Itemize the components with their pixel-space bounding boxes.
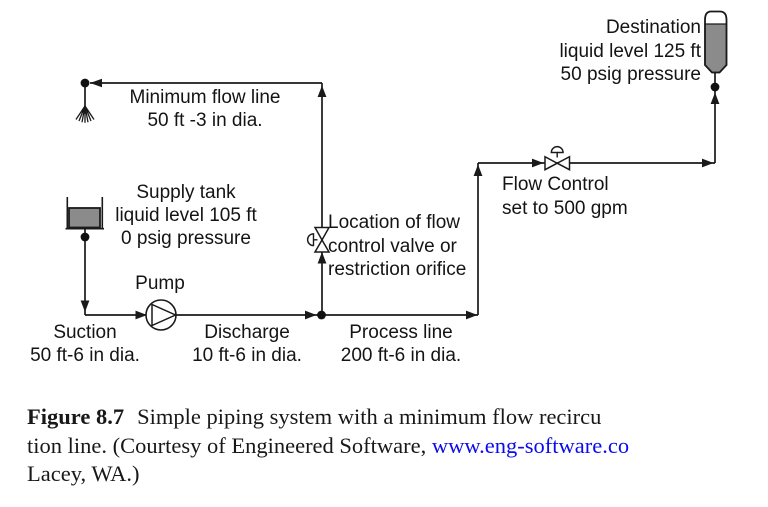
caption-text: Simple piping system with a minimum flow… <box>137 404 602 429</box>
piping-diagram <box>65 10 728 331</box>
arrow-right-icon <box>702 158 714 168</box>
label-pump: Pump <box>110 272 210 295</box>
arrow-up-icon <box>317 85 327 97</box>
arrow-up-icon <box>317 252 327 264</box>
label-line: Supply tank <box>136 182 236 203</box>
node-dot <box>317 310 326 320</box>
figure-caption: Figure 8.7 Simple piping system with a mi… <box>27 403 768 489</box>
label-minimum-flow-line: Minimum flow line 50 ft -3 in dia. <box>105 86 305 132</box>
label-destination: Destination liquid level 125 ft 50 psig … <box>481 16 701 87</box>
pump-icon <box>145 299 178 331</box>
label-discharge: Discharge 10 ft-6 in dia. <box>177 321 317 367</box>
flow-arrows <box>80 78 720 320</box>
label-line: control valve or <box>328 235 457 257</box>
pipe-nodes <box>80 78 720 320</box>
label-suction: Suction 50 ft-6 in dia. <box>15 321 155 367</box>
label-line: 50 ft-6 in dia. <box>30 345 140 366</box>
label-line: liquid level 105 ft <box>115 205 257 226</box>
label-supply-tank: Supply tank liquid level 105 ft 0 psig p… <box>86 181 286 250</box>
caption-line-1: Figure 8.7 Simple piping system with a mi… <box>27 403 768 432</box>
label-line: Destination <box>605 17 701 38</box>
supply-tank-icon <box>65 197 104 230</box>
node-dot <box>710 82 720 92</box>
label-line: Suction <box>53 322 117 343</box>
label-line: set to 500 gpm <box>502 197 628 219</box>
label-line: 50 psig pressure <box>560 64 701 85</box>
label-line: 50 ft -3 in dia. <box>147 110 263 131</box>
label-line: Discharge <box>204 322 290 343</box>
arrow-up-icon <box>710 92 720 104</box>
arrow-right-icon <box>135 310 147 320</box>
arrow-right-icon <box>305 310 317 320</box>
arrow-right-icon <box>532 158 544 168</box>
label-line: Flow Control <box>502 174 609 195</box>
ground-icon <box>75 105 95 123</box>
label-line: Minimum flow line <box>129 87 281 108</box>
label-line: Pump <box>135 273 185 294</box>
label-line: liquid level 125 ft <box>559 40 701 62</box>
arrow-left-icon <box>90 78 102 88</box>
control-valve-icon <box>306 226 331 253</box>
label-line: Location of flow <box>328 212 461 233</box>
label-valve-location: Location of flow control valve or restri… <box>328 211 466 282</box>
caption-line-2: tion line. (Courtesy of Engineered Softw… <box>27 432 768 461</box>
eng-software-link[interactable]: www.eng-software.co <box>431 432 630 458</box>
label-line: 10 ft-6 in dia. <box>192 345 302 366</box>
arrow-down-icon <box>80 300 90 312</box>
caption-text: tion line. (Courtesy of Engineered Softw… <box>27 432 432 458</box>
flow-control-valve-icon <box>544 145 571 171</box>
node-dot <box>80 232 90 242</box>
arrow-up-icon <box>473 164 483 176</box>
label-line: 0 psig pressure <box>121 228 251 249</box>
label-line: 200 ft-6 in dia. <box>340 345 462 366</box>
label-process-line: Process line 200 ft-6 in dia. <box>331 321 471 367</box>
label-line: restriction orifice <box>328 259 467 280</box>
caption-line-3: Lacey, WA.) <box>27 461 140 486</box>
label-line: Process line <box>349 322 453 343</box>
figure-number: Figure 8.7 <box>27 404 125 429</box>
node-dot <box>80 78 90 88</box>
arrow-right-icon <box>466 310 478 320</box>
destination-tank-icon <box>704 10 728 74</box>
label-flow-control: Flow Control set to 500 gpm <box>502 173 628 220</box>
